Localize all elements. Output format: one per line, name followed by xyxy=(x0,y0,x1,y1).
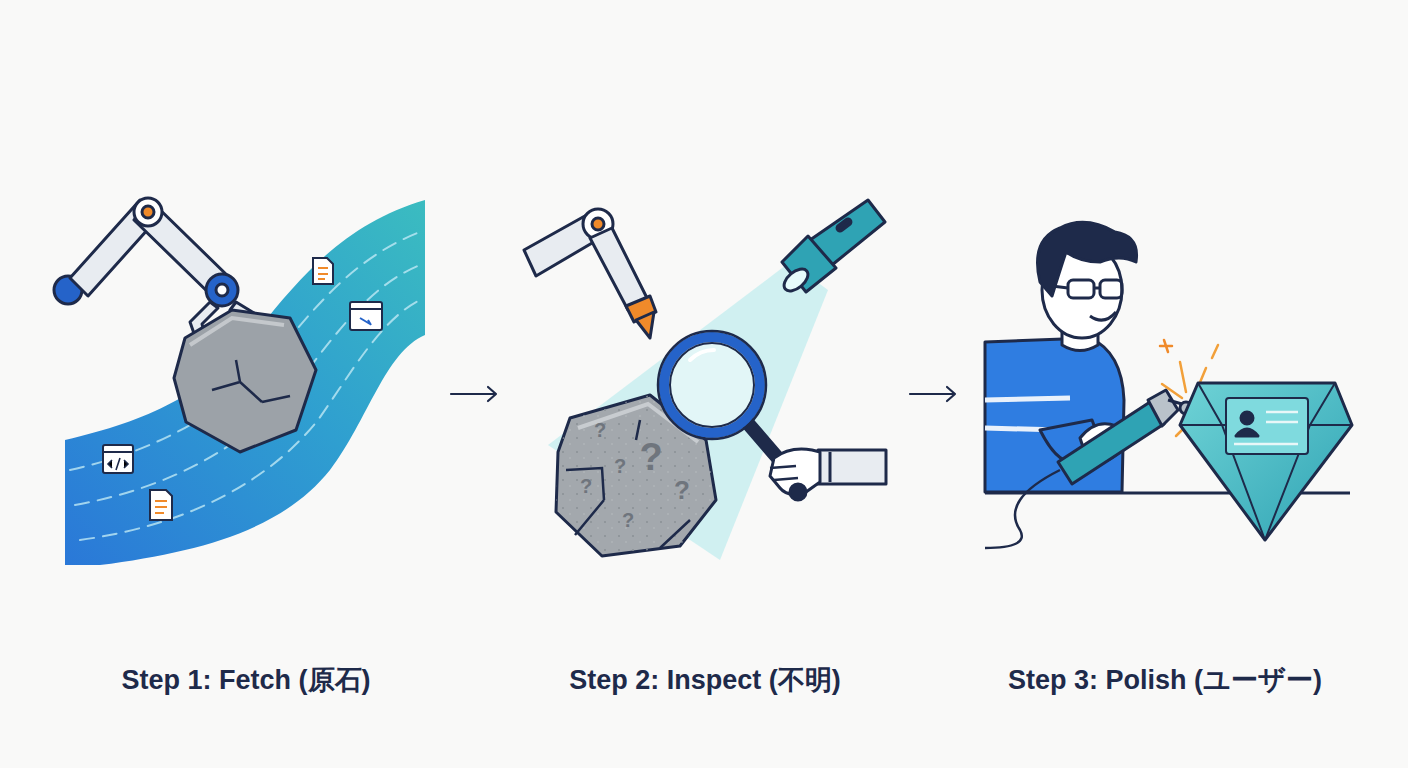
robot-arm xyxy=(524,209,656,338)
step-caption: Step 3: Polish (ユーザー) xyxy=(1008,662,1322,698)
robot-hand xyxy=(770,449,886,500)
question-mark: ? xyxy=(622,510,634,530)
polishing-tool xyxy=(985,390,1192,548)
raw-stone xyxy=(174,310,316,452)
step-caption: Step 2: Inspect (不明) xyxy=(569,662,841,698)
question-mark: ? xyxy=(580,476,592,496)
flashlight xyxy=(780,200,885,295)
question-mark: ? xyxy=(674,477,690,503)
question-mark: ? xyxy=(614,456,626,476)
question-mark: ? xyxy=(594,420,606,440)
question-mark: ? xyxy=(639,438,662,476)
data-stream xyxy=(65,200,425,565)
light-beam xyxy=(548,262,828,560)
step-caption: Step 1: Fetch (原石) xyxy=(121,662,370,698)
polished-gem xyxy=(1180,383,1352,540)
